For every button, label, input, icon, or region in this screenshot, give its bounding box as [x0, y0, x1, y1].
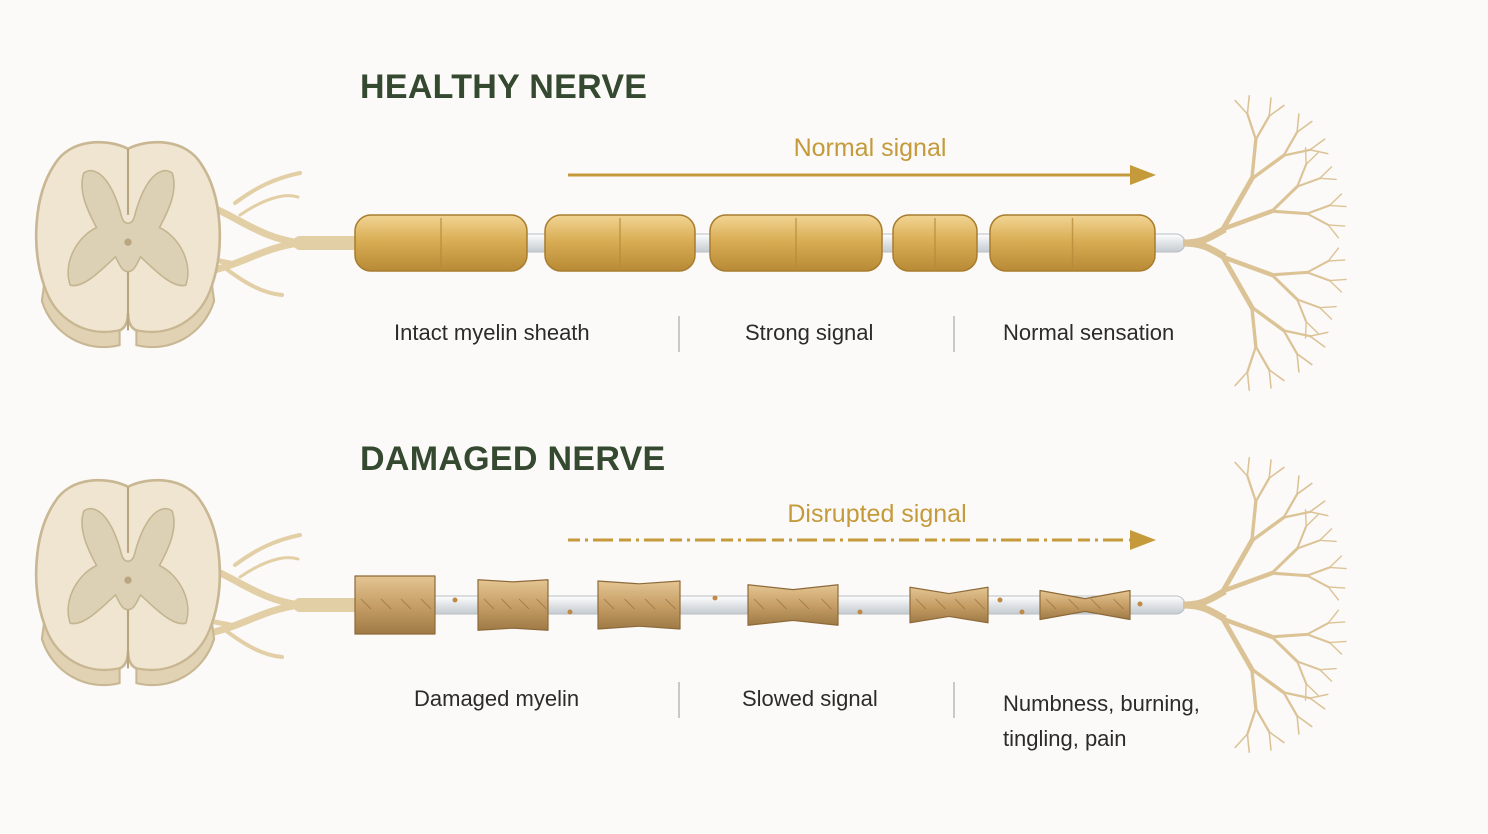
myelin-fray: [360, 598, 372, 610]
damaged-myelin-segment: [477, 579, 549, 631]
damaged-title: DAMAGED NERVE: [360, 440, 666, 478]
myelin-debris: [857, 609, 863, 615]
damaged-caption-signal: Slowed signal: [742, 686, 878, 711]
spinal-cord-cross-section-icon: [34, 478, 222, 687]
damaged-divider-2: [953, 682, 955, 718]
arrow-head: [1130, 530, 1156, 550]
healthy-caption-sensation: Normal sensation: [1003, 320, 1175, 345]
myelin-fray: [915, 598, 927, 610]
damaged-myelin-segment: [909, 586, 989, 624]
nerve-endings-icon: [1182, 95, 1347, 391]
healthy-caption-myelin: Intact myelin sheath: [394, 320, 590, 345]
normal-signal-label: Normal signal: [793, 134, 947, 162]
myelin-fray: [518, 598, 530, 610]
myelin-fray: [420, 598, 432, 610]
myelin-fray: [380, 598, 392, 610]
damaged-divider-1: [678, 682, 680, 718]
myelin-fray: [776, 598, 787, 610]
myelin-fray: [644, 598, 656, 610]
myelin-fray: [821, 598, 832, 610]
myelin-fray: [536, 598, 547, 610]
myelin-debris: [712, 595, 718, 601]
myelin-fray: [1068, 598, 1079, 610]
damaged-myelin-segment: [747, 584, 839, 626]
damaged-caption-symptoms: Numbness, burning, tingling, pain: [1003, 691, 1200, 751]
myelin-fray: [935, 598, 946, 610]
myelin-fray: [483, 598, 495, 610]
damaged-myelin-segment: [1039, 589, 1131, 621]
damaged-caption-myelin: Damaged myelin: [414, 686, 580, 711]
myelin-fray: [624, 598, 635, 610]
healthy-divider-1: [678, 316, 680, 352]
myelin-fray: [603, 598, 615, 610]
nerve-endings-icon: [1182, 457, 1347, 753]
myelin-debris: [1019, 609, 1025, 615]
myelin-fray: [954, 598, 966, 610]
myelin-debris: [567, 609, 573, 615]
myelin-fray: [798, 598, 810, 610]
myelin-fray: [501, 598, 512, 610]
myelin-fray: [974, 598, 985, 610]
myelin-debris: [997, 597, 1003, 603]
damaged-nerve-illustration: [34, 457, 1347, 753]
arrow-head: [1130, 165, 1156, 185]
healthy-title: HEALTHY NERVE: [360, 68, 648, 106]
myelin-fray: [1113, 598, 1124, 610]
myelin-fray: [1090, 598, 1102, 610]
myelin-debris: [1137, 601, 1143, 607]
healthy-divider-2: [953, 316, 955, 352]
healthy-caption-signal: Strong signal: [745, 320, 874, 345]
damaged-myelin-segment: [354, 575, 436, 635]
myelin-fray: [753, 598, 765, 610]
damaged-myelin-segment: [597, 580, 681, 630]
myelin-fray: [400, 598, 412, 610]
myelin-debris: [452, 597, 458, 603]
myelin-fray: [665, 598, 676, 610]
disrupted-signal-label: Disrupted signal: [787, 500, 967, 528]
myelin-fray: [1045, 598, 1057, 610]
healthy-nerve-illustration: [34, 95, 1347, 391]
spinal-cord-cross-section-icon: [34, 140, 222, 349]
